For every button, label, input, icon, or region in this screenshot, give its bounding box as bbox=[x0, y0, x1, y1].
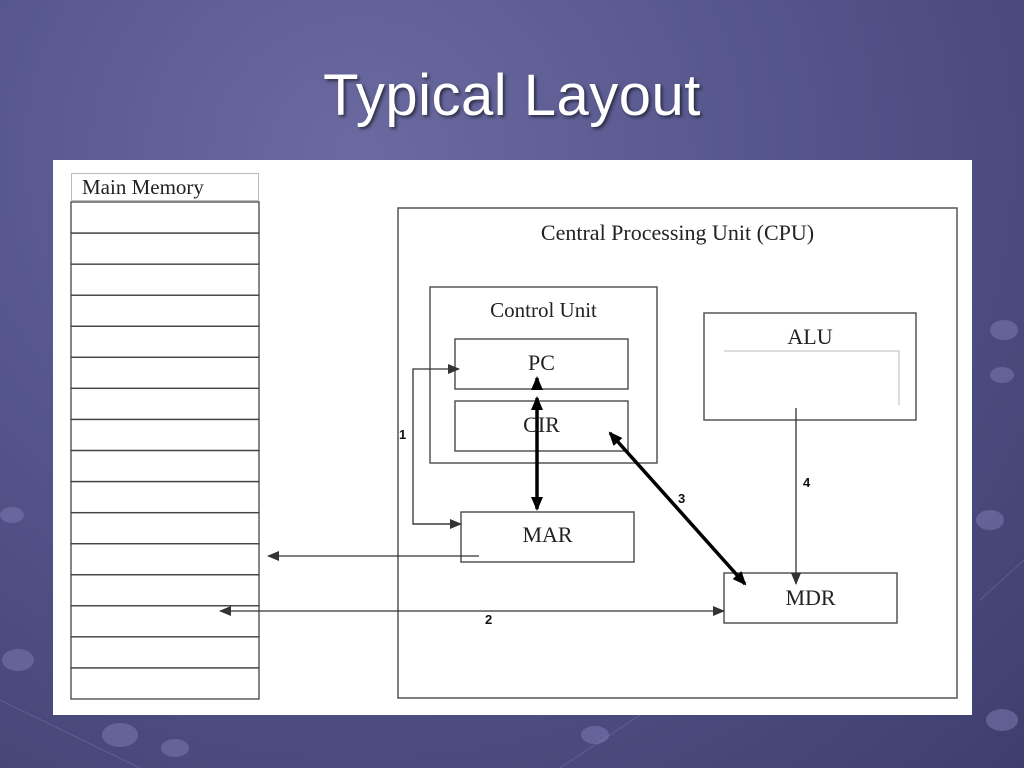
memory-cell bbox=[70, 356, 260, 390]
memory-cell bbox=[70, 263, 260, 296]
decor-dot bbox=[2, 649, 34, 671]
cir-label: CIR bbox=[523, 412, 560, 437]
step-label-2: 2 bbox=[485, 612, 493, 627]
step-label-3: 3 bbox=[678, 491, 686, 506]
decor-line bbox=[559, 714, 641, 768]
slide-title: Typical Layout bbox=[323, 63, 701, 128]
architecture-diagram bbox=[70, 201, 958, 700]
memory-cell bbox=[70, 449, 260, 483]
arrow-mar-to-pc bbox=[412, 364, 460, 525]
control-unit-box bbox=[429, 286, 658, 464]
alu-label: ALU bbox=[787, 324, 833, 349]
main-memory-label: Main Memory bbox=[71, 173, 259, 201]
step-label-4: 4 bbox=[803, 475, 811, 490]
memory-cell bbox=[70, 418, 260, 452]
decor-dot bbox=[986, 709, 1018, 731]
mdr-box bbox=[723, 572, 898, 624]
step-label-1: 1 bbox=[399, 427, 407, 442]
memory-cell bbox=[70, 480, 260, 514]
memory-cell bbox=[70, 325, 260, 358]
memory-cell bbox=[70, 636, 260, 669]
cpu-label: Central Processing Unit (CPU) bbox=[540, 220, 815, 245]
decor-dot bbox=[581, 726, 609, 744]
diagram-canvas: Main Memory Central Processing Unit (CPU… bbox=[53, 160, 972, 715]
decor-line bbox=[979, 559, 1024, 601]
memory-cell bbox=[70, 511, 260, 545]
mdr-label: MDR bbox=[785, 585, 836, 610]
memory-cell bbox=[70, 387, 260, 421]
memory-cell bbox=[70, 294, 260, 327]
alu-inner-line bbox=[724, 350, 900, 405]
arrow-cir-mdr bbox=[608, 431, 747, 586]
control-unit-label: Control Unit bbox=[490, 298, 597, 322]
decor-dot bbox=[990, 320, 1018, 340]
memory-cell bbox=[70, 201, 260, 234]
memory-cell bbox=[70, 232, 260, 265]
memory-cell bbox=[70, 667, 260, 700]
pc-label: PC bbox=[528, 350, 555, 375]
decor-dot bbox=[976, 510, 1004, 530]
decor-line bbox=[0, 699, 141, 768]
decor-dot bbox=[161, 739, 189, 757]
main-memory-cells bbox=[70, 201, 260, 700]
alu-box bbox=[703, 312, 917, 421]
decor-dot bbox=[990, 367, 1014, 383]
cpu-box bbox=[397, 207, 958, 699]
mar-label: MAR bbox=[522, 522, 573, 547]
memory-cell bbox=[70, 543, 260, 576]
decor-dot bbox=[0, 507, 24, 523]
memory-cell bbox=[70, 574, 260, 607]
decor-dot bbox=[102, 723, 138, 747]
